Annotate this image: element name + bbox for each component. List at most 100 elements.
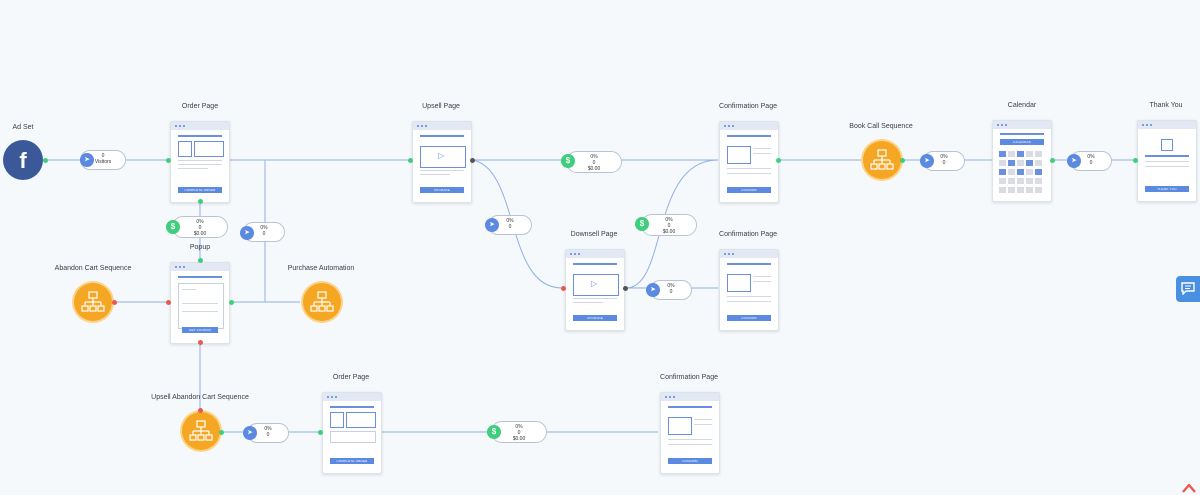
sequence-icon[interactable]	[303, 283, 341, 321]
text-line	[178, 160, 222, 161]
input-port[interactable]	[198, 408, 203, 413]
upsell-page-card[interactable]: ▷ UPGRADE	[412, 121, 472, 203]
output-port[interactable]	[1050, 158, 1055, 163]
sequence-icon[interactable]	[863, 141, 901, 179]
order-sale-stat[interactable]: 0% 0 $0.00	[172, 216, 228, 238]
upsell-abandon-cart-sequence-label: Upsell Abandon Cart Sequence	[151, 394, 249, 401]
stat-percent: 0%	[264, 426, 272, 432]
stat-count: 0	[667, 223, 671, 229]
calendar-grid-icon	[999, 151, 1042, 193]
abandon-cart-sequence-label: Abandon Cart Sequence	[54, 265, 132, 272]
window-dots-icon	[171, 263, 229, 271]
downsell-page-card[interactable]: ▷ UPGRADE	[565, 249, 625, 331]
window-dots-icon	[323, 393, 381, 401]
text-line	[753, 153, 771, 154]
popup-card[interactable]: GET COUPON	[170, 262, 230, 344]
confirmation-page-card[interactable]: CONFIRM	[719, 121, 779, 203]
input-port[interactable]	[1133, 158, 1138, 163]
thank-you-page-card[interactable]: THANK YOU	[1137, 120, 1197, 202]
order-page-card[interactable]: COMPLETE ORDER	[322, 392, 382, 474]
page-header-line	[178, 276, 222, 278]
exit-port[interactable]	[198, 340, 203, 345]
output-port[interactable]	[470, 158, 475, 163]
thank-you-label: Thank You	[1149, 102, 1183, 109]
stat-percent: 0%	[196, 219, 204, 225]
confirmation-page-card[interactable]: CONFIRM	[660, 392, 720, 474]
order-page-card[interactable]: COMPLETE ORDER	[170, 121, 230, 203]
window-dots-icon	[1138, 121, 1196, 129]
stat-percent: 0%	[590, 154, 598, 160]
stat-percent: 0%	[260, 225, 268, 231]
dollar-icon: $	[561, 154, 575, 168]
stat-value: 0	[101, 153, 105, 159]
form-box	[330, 431, 376, 443]
downsell-sale-stat[interactable]: 0% 0 $0.00	[641, 214, 697, 236]
stat-percent: 0%	[940, 154, 948, 160]
text-line	[668, 439, 712, 440]
confirmation-page-label: Confirmation Page	[719, 231, 777, 238]
text-line	[182, 311, 218, 312]
output-port[interactable]	[900, 158, 905, 163]
stat-count: 0	[262, 231, 266, 237]
output-port[interactable]	[43, 158, 48, 163]
text-line	[182, 303, 218, 304]
play-icon: ▷	[438, 151, 445, 160]
page-header-line	[668, 406, 712, 408]
input-port[interactable]	[561, 286, 566, 291]
exit-port[interactable]	[166, 300, 171, 305]
text-line	[178, 164, 222, 165]
window-dots-icon	[566, 250, 624, 258]
stat-percent: 0%	[515, 424, 523, 430]
image-placeholder	[346, 412, 376, 428]
upgrade-button: UPGRADE	[573, 315, 617, 321]
confirmation-page-card[interactable]: CONFIRM	[719, 249, 779, 331]
dollar-icon: $	[635, 217, 649, 231]
calendar-page-card[interactable]: CALENDAR	[992, 120, 1052, 202]
sequence-icon[interactable]	[74, 283, 112, 321]
output-port[interactable]	[776, 158, 781, 163]
page-header-line	[1000, 133, 1044, 135]
play-icon: ▷	[591, 279, 598, 288]
pointer-icon: ➤	[920, 154, 934, 168]
output-port[interactable]	[229, 300, 234, 305]
stat-count: 0	[669, 289, 673, 295]
input-port[interactable]	[112, 300, 117, 305]
input-port[interactable]	[198, 258, 203, 263]
page-header-line	[727, 135, 771, 137]
complete-order-button: COMPLETE ORDER	[178, 187, 222, 193]
output-port[interactable]	[198, 199, 203, 204]
upgrade-button: UPGRADE	[420, 187, 464, 193]
upsell-abandon-stat[interactable]: 0% 0	[247, 423, 289, 443]
text-line	[1145, 166, 1189, 167]
dollar-icon: $	[166, 220, 180, 234]
brand-logo-icon	[1182, 483, 1196, 493]
text-line	[182, 289, 196, 290]
purchase-automation-label: Purchase Automation	[287, 265, 355, 272]
input-port[interactable]	[166, 158, 171, 163]
pointer-icon: ➤	[646, 283, 660, 297]
input-port[interactable]	[408, 158, 413, 163]
stat-count: 0	[942, 160, 946, 166]
chat-bubble-icon	[1181, 282, 1195, 296]
input-port[interactable]	[318, 430, 323, 435]
page-header-line	[727, 263, 771, 265]
upsell-page-label: Upsell Page	[422, 103, 460, 110]
output-port[interactable]	[623, 286, 628, 291]
confirm-button: CONFIRM	[727, 187, 771, 193]
stat-count: 0	[1089, 160, 1093, 166]
page-header-line	[420, 135, 464, 137]
stat-caption: Visitors	[94, 159, 112, 165]
chat-icon[interactable]	[1176, 276, 1200, 302]
text-line	[727, 296, 771, 297]
sequence-icon[interactable]	[182, 412, 220, 450]
facebook-icon[interactable]: f	[3, 140, 43, 180]
check-image-icon	[668, 417, 692, 435]
window-dots-icon	[720, 122, 778, 130]
output-port[interactable]	[219, 430, 224, 435]
text-line	[727, 301, 771, 302]
cart-icon	[178, 141, 192, 157]
stat-revenue: $0.00	[662, 229, 676, 235]
check-image-icon	[727, 146, 751, 164]
dollar-icon: $	[487, 425, 501, 439]
